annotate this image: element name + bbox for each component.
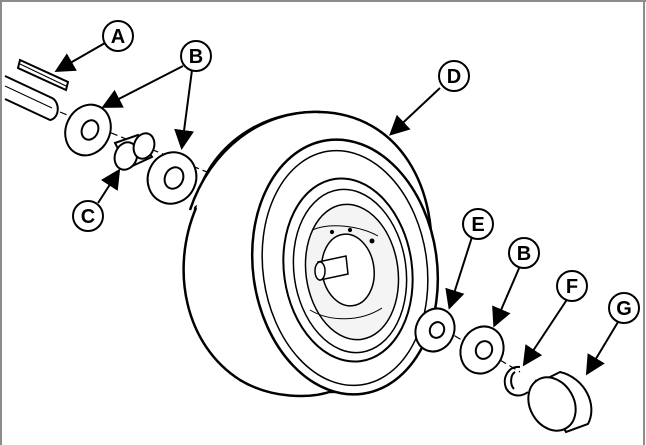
callout-e: E xyxy=(462,208,494,240)
callout-f: F xyxy=(556,270,588,302)
callout-c-label: C xyxy=(81,206,95,228)
callout-b-left: B xyxy=(180,40,212,72)
callout-f-label: F xyxy=(566,276,578,298)
callout-b-right-label: B xyxy=(517,243,531,265)
part-b-washer-right xyxy=(459,325,505,375)
callout-g: G xyxy=(608,292,640,324)
part-b-washer-left-1 xyxy=(64,103,112,157)
callout-b-left-label: B xyxy=(189,46,203,68)
callout-b-right: B xyxy=(508,237,540,269)
part-e-washer xyxy=(414,307,456,353)
part-a-key xyxy=(16,58,70,92)
callout-leaders xyxy=(54,42,619,376)
callout-g-label: G xyxy=(616,298,632,320)
part-g-cap xyxy=(527,370,593,434)
axle-shaft xyxy=(4,75,59,122)
part-d-wheel xyxy=(182,110,440,398)
callout-a: A xyxy=(102,20,134,52)
callout-a-label: A xyxy=(111,26,125,48)
callout-d-label: D xyxy=(447,66,461,88)
part-c-bushing xyxy=(113,132,156,171)
callout-e-label: E xyxy=(471,214,484,236)
callout-d: D xyxy=(438,60,470,92)
part-f-e-clip xyxy=(503,365,529,397)
callout-c: C xyxy=(72,200,104,232)
part-b-washer-left-2 xyxy=(146,151,198,205)
